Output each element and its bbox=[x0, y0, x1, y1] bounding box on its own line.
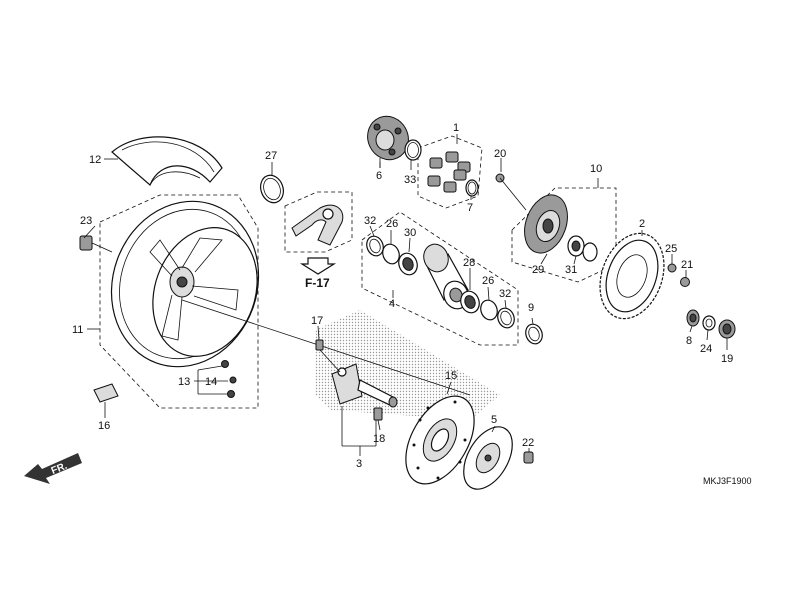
axle-nut-part[interactable] bbox=[718, 319, 736, 339]
callout-24[interactable]: 24 bbox=[700, 343, 712, 355]
o-ring-33-part[interactable] bbox=[404, 139, 422, 161]
callout-27[interactable]: 27 bbox=[265, 150, 277, 162]
flange-bolt-part[interactable] bbox=[495, 173, 527, 211]
axle-centerline bbox=[181, 299, 471, 396]
wheel-weight-part[interactable] bbox=[93, 383, 119, 418]
o-ring-7-part[interactable] bbox=[465, 179, 479, 197]
callout-12[interactable]: 12 bbox=[89, 154, 101, 166]
callout-18[interactable]: 18 bbox=[373, 433, 385, 445]
dust-seal-part[interactable] bbox=[523, 322, 545, 346]
callout-25[interactable]: 25 bbox=[665, 243, 677, 255]
callout-1[interactable]: 1 bbox=[453, 122, 459, 134]
cover-bolt-part[interactable] bbox=[523, 451, 534, 464]
side-collar-part[interactable] bbox=[686, 309, 700, 327]
callout-10[interactable]: 10 bbox=[590, 163, 602, 175]
callout-13[interactable]: 13 bbox=[178, 376, 190, 388]
brake-disc-part[interactable] bbox=[392, 384, 488, 495]
tire-part[interactable] bbox=[111, 136, 223, 187]
front-direction-arrow: FR. bbox=[24, 453, 82, 484]
callout-33[interactable]: 33 bbox=[404, 174, 416, 186]
callout-31[interactable]: 31 bbox=[565, 264, 577, 276]
callout-28[interactable]: 28 bbox=[463, 257, 475, 269]
axle-bolt-18-part[interactable] bbox=[373, 407, 383, 421]
driven-sprocket-part[interactable] bbox=[589, 224, 675, 327]
callout-labels: 1 2 3 4 5 6 7 8 9 10 11 12 13 14 15 16 1… bbox=[72, 122, 733, 470]
sprocket-nut-25-part[interactable] bbox=[667, 263, 677, 273]
rear-axle-part[interactable] bbox=[331, 363, 398, 456]
disc-cover-part[interactable] bbox=[454, 419, 523, 498]
callout-20[interactable]: 20 bbox=[494, 148, 506, 160]
callout-11[interactable]: 11 bbox=[72, 324, 83, 336]
callout-4[interactable]: 4 bbox=[389, 298, 395, 310]
callout-8[interactable]: 8 bbox=[686, 335, 692, 347]
callout-5[interactable]: 5 bbox=[491, 414, 497, 426]
o-ring-part[interactable] bbox=[257, 172, 287, 206]
washer-part[interactable] bbox=[702, 315, 716, 331]
callout-32a[interactable]: 32 bbox=[364, 215, 376, 227]
callout-2[interactable]: 2 bbox=[639, 218, 645, 230]
wheel-bolt-part[interactable] bbox=[79, 235, 113, 253]
callout-19[interactable]: 19 bbox=[721, 353, 733, 365]
callout-30[interactable]: 30 bbox=[404, 227, 416, 239]
hub-plate-part[interactable] bbox=[361, 110, 416, 168]
callout-16[interactable]: 16 bbox=[98, 420, 110, 432]
sprocket-flange-part[interactable] bbox=[517, 189, 598, 262]
damper-rubber-part[interactable] bbox=[417, 135, 483, 209]
leader-lines bbox=[83, 134, 728, 452]
callout-26b[interactable]: 26 bbox=[482, 275, 494, 287]
sprocket-nut-21-part[interactable] bbox=[680, 277, 690, 287]
callout-29[interactable]: 29 bbox=[532, 264, 544, 276]
hub-parts[interactable] bbox=[364, 234, 517, 330]
section-reference-box bbox=[284, 191, 353, 275]
balance-weights-part[interactable] bbox=[194, 360, 237, 398]
drawing-code: MKJ3F1900 bbox=[703, 476, 752, 486]
callout-15[interactable]: 15 bbox=[445, 370, 457, 382]
callout-21[interactable]: 21 bbox=[681, 259, 693, 271]
callout-9[interactable]: 9 bbox=[528, 302, 534, 314]
callout-26a[interactable]: 26 bbox=[386, 218, 398, 230]
callout-17[interactable]: 17 bbox=[311, 315, 323, 327]
callout-7[interactable]: 7 bbox=[467, 202, 473, 214]
section-reference-label[interactable]: F-17 bbox=[305, 276, 330, 290]
callout-22[interactable]: 22 bbox=[522, 437, 534, 449]
callout-32b[interactable]: 32 bbox=[499, 288, 511, 300]
axle-bolt-17-part[interactable] bbox=[315, 339, 341, 373]
wheel-assembly-boundary bbox=[99, 194, 259, 409]
callout-23[interactable]: 23 bbox=[80, 215, 92, 227]
callout-6[interactable]: 6 bbox=[376, 170, 382, 182]
callout-14[interactable]: 14 bbox=[205, 376, 217, 388]
rear-wheel-part[interactable] bbox=[89, 180, 282, 387]
callout-3[interactable]: 3 bbox=[356, 458, 362, 470]
